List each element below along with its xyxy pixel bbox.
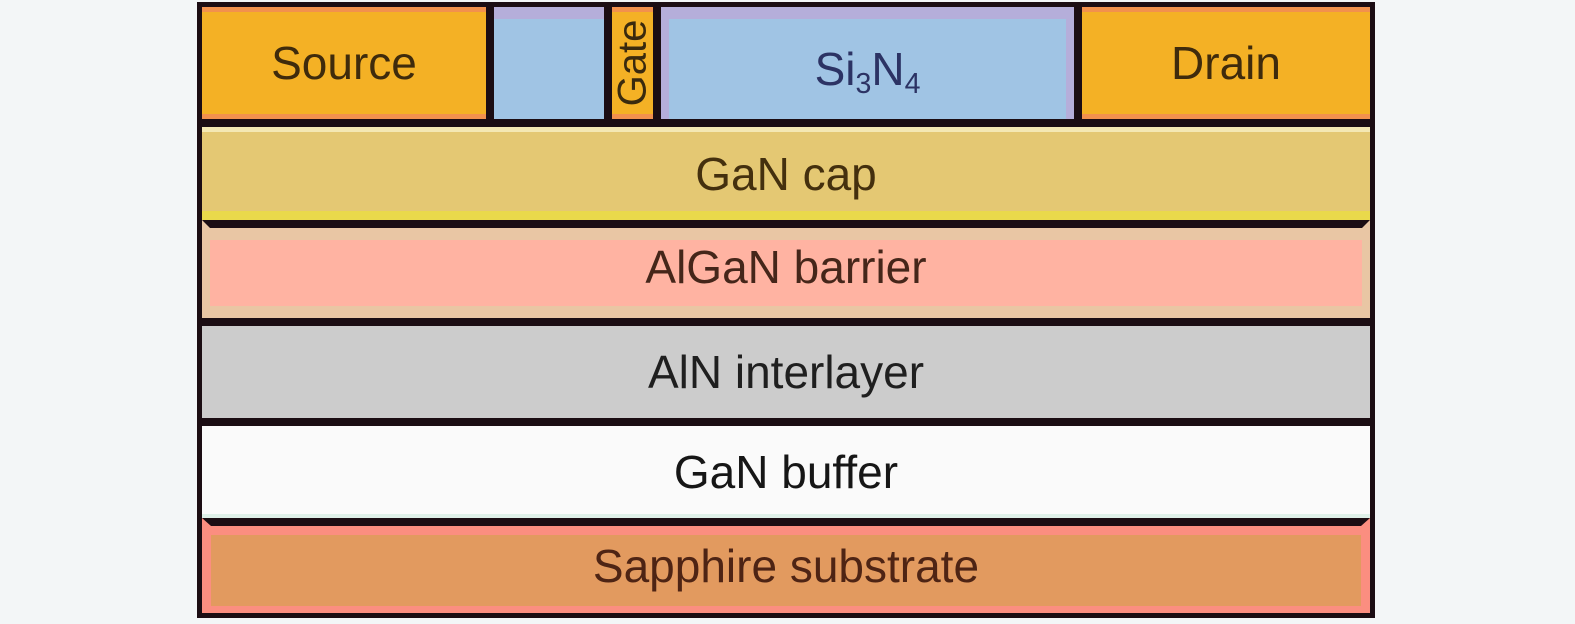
algan-barrier-label: AlGaN barrier	[645, 241, 927, 293]
gan-cap-label: GaN cap	[695, 147, 877, 200]
sin-label: Si3N4	[814, 42, 921, 98]
drain-label: Drain	[1171, 37, 1281, 89]
layer-algan-barrier: AlGaN barrier	[202, 220, 1370, 318]
sin-label-sub1: 3	[855, 67, 872, 100]
sin-passivation-left	[494, 7, 604, 119]
drain-contact: Drain	[1074, 7, 1370, 119]
layer-gan-cap: GaN cap	[202, 119, 1370, 220]
sin-label-mid: N	[871, 43, 905, 95]
sin-label-pre: Si	[814, 43, 856, 95]
sin-label-sub2: 4	[904, 67, 921, 100]
source-contact: Source	[202, 7, 494, 119]
sin-passivation-main: Si3N4	[661, 7, 1074, 119]
gate-contact: Gate	[604, 7, 661, 119]
electrode-row: Source Gate Si3N4 Drain	[202, 7, 1370, 119]
layer-gan-buffer: GaN buffer	[202, 418, 1370, 518]
gate-label: Gate	[610, 19, 655, 107]
sapphire-substrate-label: Sapphire substrate	[592, 540, 980, 592]
layer-sapphire-substrate: Sapphire substrate	[202, 518, 1370, 613]
source-label: Source	[271, 37, 417, 89]
aln-interlayer-label: AlN interlayer	[647, 346, 925, 398]
hemt-cross-section: Source Gate Si3N4 Drain GaN cap AlGaN ba…	[197, 2, 1375, 618]
gan-buffer-label: GaN buffer	[673, 446, 899, 498]
layer-aln-interlayer: AlN interlayer	[202, 318, 1370, 418]
